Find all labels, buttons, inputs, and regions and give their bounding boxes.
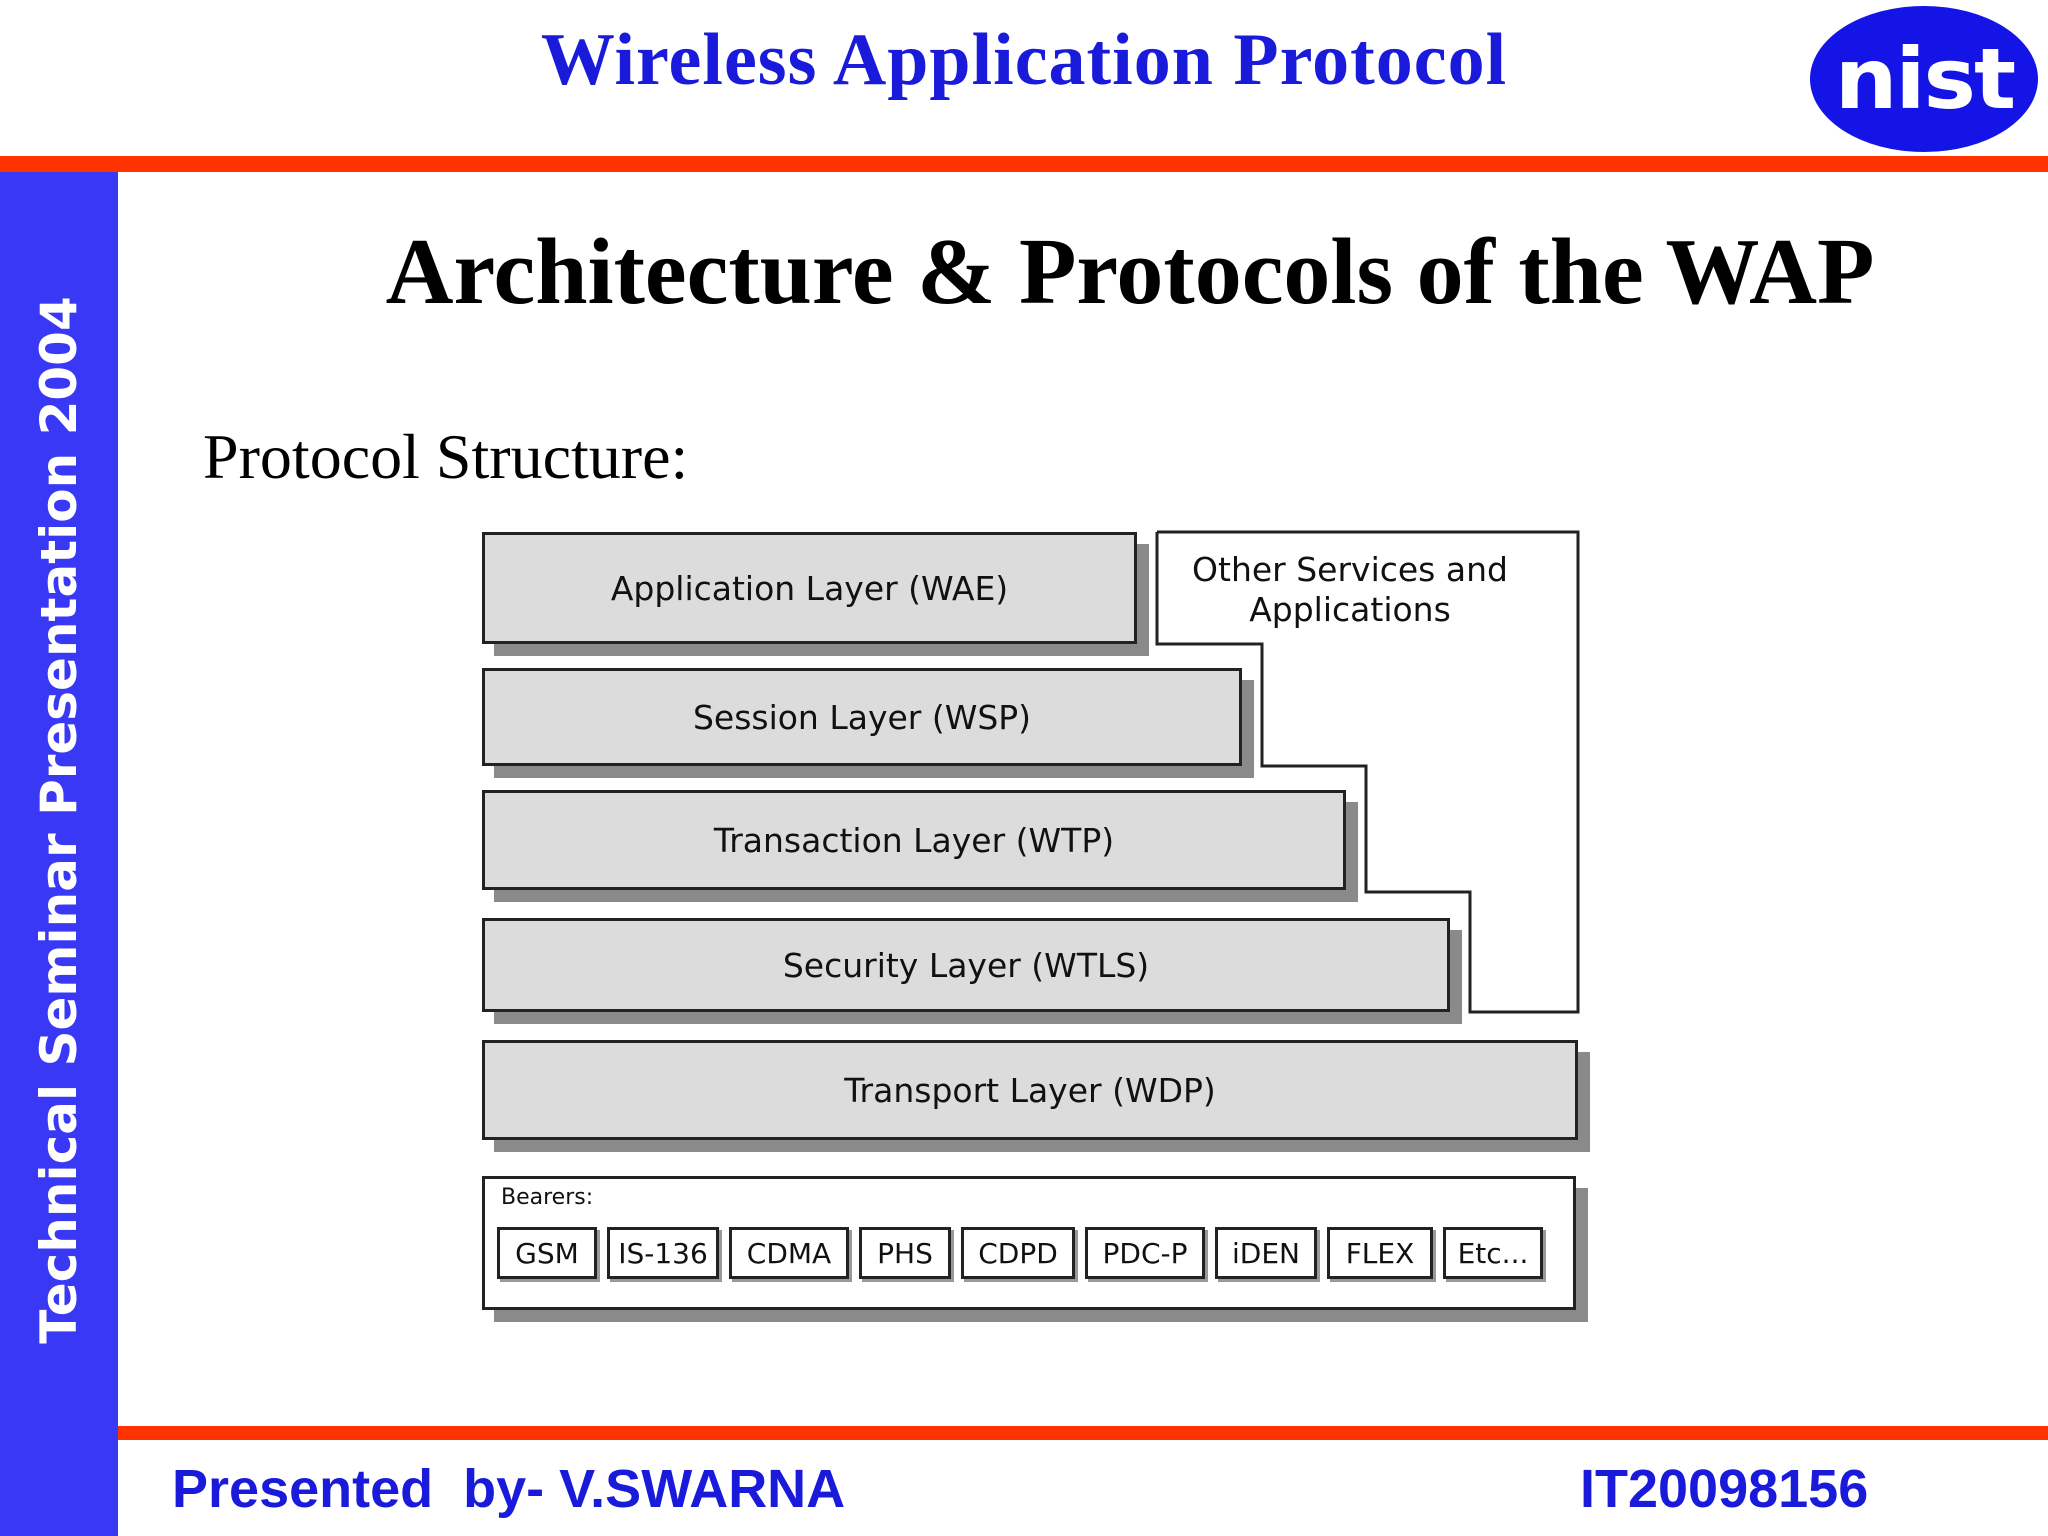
other-services-line2: Applications [1249, 590, 1451, 629]
student-id: IT20098156 [1580, 1459, 1869, 1519]
sidebar-caption: Technical Seminar Presentation 2004 [30, 296, 88, 1344]
bearer-cdpd: CDPD [961, 1227, 1075, 1279]
bearers-title: Bearers: [501, 1185, 594, 1210]
header-title: Wireless Application Protocol [540, 19, 1508, 101]
sidebar [0, 172, 118, 1536]
bearer-iden: iDEN [1215, 1227, 1317, 1279]
bearer-cdma: CDMA [729, 1227, 849, 1279]
other-services-label: Other Services and Applications [1160, 550, 1540, 630]
bottom-divider [118, 1426, 2048, 1440]
bearer-pdc-p: PDC-P [1085, 1227, 1205, 1279]
bearer-gsm: GSM [497, 1227, 597, 1279]
bearer-is-136: IS-136 [607, 1227, 719, 1279]
security-layer: Security Layer (WTLS) [482, 918, 1450, 1012]
nist-logo: nist [1810, 6, 2038, 152]
transaction-layer: Transaction Layer (WTP) [482, 790, 1346, 890]
protocol-stack-diagram: Other Services and Applications Applicat… [470, 520, 1610, 1330]
section-label: Protocol Structure: [203, 421, 689, 492]
application-layer: Application Layer (WAE) [482, 532, 1137, 644]
bearers-box: Bearers: GSM IS-136 CDMA PHS CDPD PDC-P … [482, 1176, 1576, 1310]
logo-text: nist [1834, 30, 2015, 128]
slide-title: Architecture & Protocols of the WAP [385, 220, 1875, 324]
session-layer: Session Layer (WSP) [482, 668, 1242, 766]
bearer-flex: FLEX [1327, 1227, 1433, 1279]
transport-layer: Transport Layer (WDP) [482, 1040, 1578, 1140]
other-services-outline [1155, 530, 1580, 1014]
top-divider [0, 156, 2048, 172]
bearer-etc: Etc... [1443, 1227, 1543, 1279]
presenter-credit: Presented by- V.SWARNA [172, 1459, 846, 1519]
other-services-line1: Other Services and [1192, 550, 1508, 589]
bearer-phs: PHS [859, 1227, 951, 1279]
